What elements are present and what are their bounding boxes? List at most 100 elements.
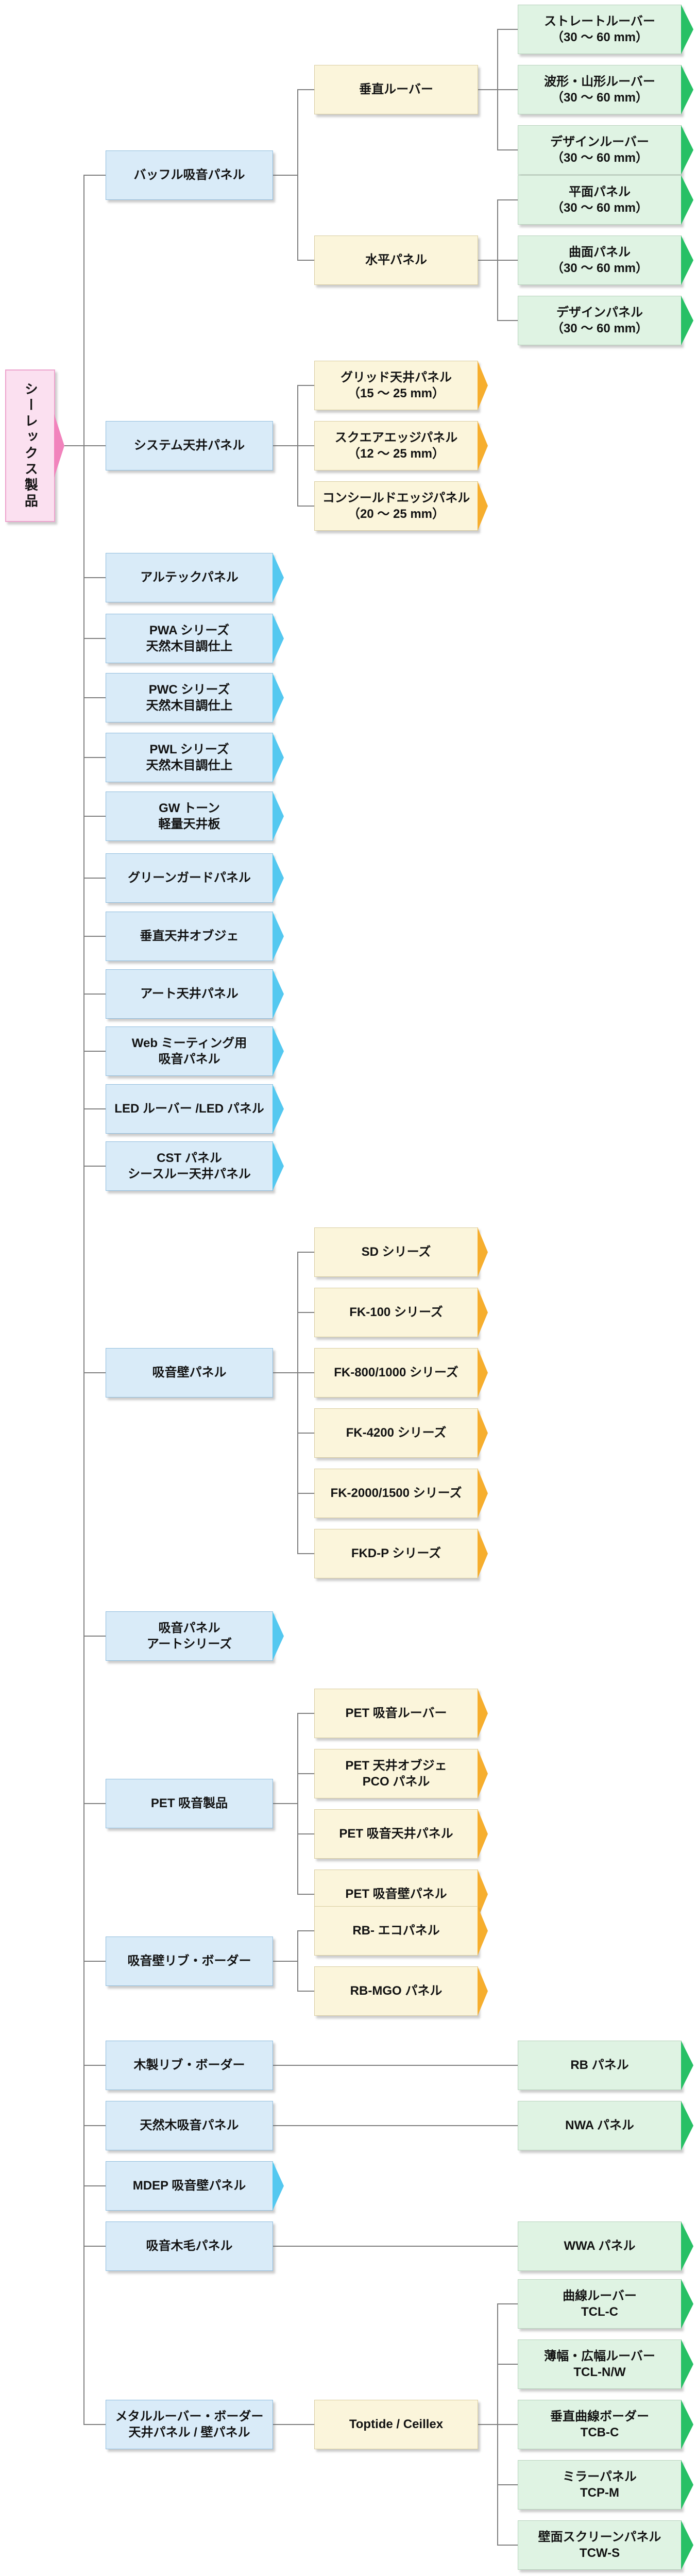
node-design-panel: デザインパネル （30 ～ 60 mm） (518, 296, 693, 345)
arrow-right-icon (478, 1469, 488, 1518)
arrow-right-icon (681, 235, 693, 285)
node-pet-absorption-louver: PET 吸音ルーバー (314, 1689, 488, 1738)
node-nwa-panel: NWA パネル (518, 2101, 693, 2150)
arrow-right-icon (478, 481, 488, 531)
node-concealed-edge-panel: コンシールドエッジパネル （20 ～ 25 mm） (314, 481, 488, 531)
node-toptide-ceillex: Toptide / Ceillex (314, 2400, 478, 2449)
arrow-right-icon (478, 1749, 488, 1798)
connector (498, 199, 518, 200)
connector (273, 2246, 518, 2247)
connector (84, 816, 106, 817)
connector (298, 260, 314, 261)
connector (84, 2065, 106, 2066)
node-mdep-absorption-wall-panel: MDEP 吸音壁パネル (106, 2161, 284, 2211)
node-web-meeting-absorption-panel: Web ミーティング用 吸音パネル (106, 1026, 284, 1076)
node-pet-ceiling-objet-pco-panel: PET 天井オブジェ PCO パネル (314, 1749, 488, 1798)
node-cirex-products-root: シーレックス製品 (5, 369, 64, 522)
node-grid-ceiling-panel: グリッド天井パネル （15 ～ 25 mm） (314, 361, 488, 410)
arrow-right-icon (478, 1348, 488, 1398)
node-wooden-rib-border: 木製リブ・ボーダー (106, 2041, 273, 2090)
arrow-right-icon (273, 673, 284, 722)
connector (478, 260, 498, 261)
connector (298, 1433, 314, 1434)
node-design-louver: デザインルーバー （30 ～ 60 mm） (518, 125, 693, 175)
arrow-right-icon (478, 1689, 488, 1738)
node-mirror-panel-tcp-m: ミラーパネル TCP-M (518, 2460, 693, 2510)
connector (498, 2364, 518, 2365)
node-wwa-panel: WWA パネル (518, 2221, 693, 2271)
node-rb-mgo-panel: RB-MGO パネル (314, 1966, 488, 2016)
arrow-right-icon (681, 2339, 693, 2389)
connector (298, 1833, 314, 1834)
connector (84, 1961, 106, 1962)
connector (498, 29, 518, 30)
connector (478, 89, 498, 90)
node-pet-absorption-ceiling-panel: PET 吸音天井パネル (314, 1809, 488, 1859)
connector (273, 1803, 298, 1804)
connector (83, 175, 84, 2425)
connector (297, 1713, 298, 1895)
connector (84, 175, 106, 176)
connector (298, 1372, 314, 1373)
connector (84, 2125, 106, 2126)
connector (298, 1493, 314, 1494)
connector (298, 506, 314, 507)
arrow-right-icon (681, 175, 693, 225)
arrow-right-icon (681, 2279, 693, 2329)
node-absorption-wall-panel: 吸音壁パネル (106, 1348, 273, 1398)
connector (84, 2246, 106, 2247)
node-rb-panel: RB パネル (518, 2041, 693, 2090)
connector (273, 445, 298, 446)
arrow-right-icon (54, 414, 64, 478)
arrow-right-icon (273, 1026, 284, 1076)
node-rb-eco-panel: RB- エコパネル (314, 1906, 488, 1956)
arrow-right-icon (273, 1084, 284, 1134)
connector (298, 1894, 314, 1895)
node-curved-louver-tcl-c: 曲線ルーバー TCL-C (518, 2279, 693, 2329)
node-square-edge-panel: スクエアエッジパネル （12 ～ 25 mm） (314, 421, 488, 470)
connector (84, 577, 106, 578)
connector (298, 1773, 314, 1774)
connector (298, 1312, 314, 1313)
node-fk100-series: FK-100 シリーズ (314, 1288, 488, 1337)
node-pwl-series: PWL シリーズ 天然木目調仕上 (106, 733, 284, 782)
arrow-right-icon (273, 614, 284, 663)
connector (298, 1713, 314, 1714)
arrow-right-icon (478, 1288, 488, 1337)
arrow-right-icon (478, 1408, 488, 1458)
connector (298, 1252, 314, 1253)
arrow-right-icon (478, 1906, 488, 1956)
node-fk2000-1500-series: FK-2000/1500 シリーズ (314, 1469, 488, 1518)
node-absorption-wall-rib-border: 吸音壁リブ・ボーダー (106, 1937, 273, 1986)
connector (298, 1991, 314, 1992)
connector (298, 445, 314, 446)
node-pwc-series: PWC シリーズ 天然木目調仕上 (106, 673, 284, 722)
arrow-right-icon (478, 1966, 488, 2016)
arrow-right-icon (681, 2400, 693, 2449)
node-vertical-ceiling-objet: 垂直天井オブジェ (106, 912, 284, 961)
connector (498, 89, 518, 90)
arrow-right-icon (273, 853, 284, 903)
arrow-right-icon (273, 792, 284, 841)
connector (84, 1051, 106, 1052)
arrow-right-icon (681, 125, 693, 175)
node-fk800-1000-series: FK-800/1000 シリーズ (314, 1348, 488, 1398)
arrow-right-icon (273, 553, 284, 602)
connector (84, 936, 106, 937)
connector (273, 175, 298, 176)
arrow-right-icon (681, 296, 693, 345)
arrow-right-icon (273, 1141, 284, 1191)
connector (273, 1372, 298, 1373)
node-led-louver-led-panel: LED ルーバー /LED パネル (106, 1084, 284, 1134)
node-baffle-absorption-panel: バッフル吸音パネル (106, 150, 273, 200)
connector (297, 1930, 298, 1992)
connector (84, 1166, 106, 1167)
connector (273, 2424, 314, 2425)
connector (498, 2303, 518, 2304)
node-greenguard-panel: グリーンガードパネル (106, 853, 284, 903)
connector (498, 320, 518, 321)
connector (498, 149, 518, 150)
arrow-right-icon (681, 2041, 693, 2090)
node-metal-louver-border-panel: メタルルーバー・ボーダー 天井パネル / 壁パネル (106, 2400, 273, 2449)
connector (273, 1961, 298, 1962)
